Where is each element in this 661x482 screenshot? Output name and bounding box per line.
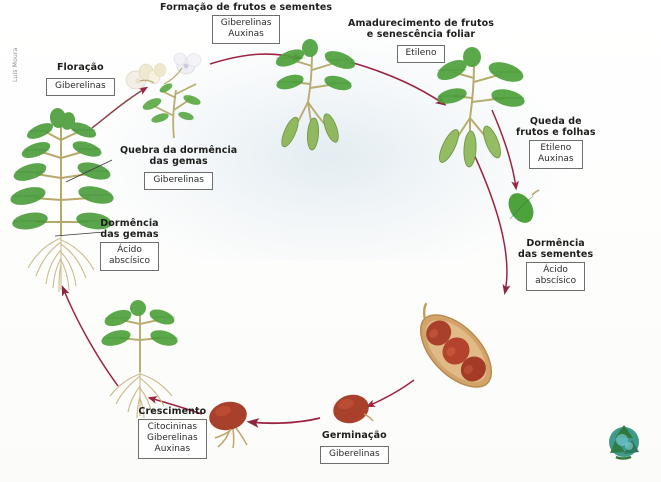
callout-quebra-box: Giberelinas xyxy=(144,172,213,190)
callout-amadurecimento: Amadurecimento de frutos e senescência f… xyxy=(348,18,494,63)
callout-floracao-title: Floração xyxy=(56,62,104,73)
open-pod-with-seeds xyxy=(400,296,512,406)
callout-amadurecimento-title-line1: Amadurecimento de frutos xyxy=(348,18,494,29)
falling-leaf xyxy=(500,186,544,230)
callout-formacao-box: Giberelinas Auxinas xyxy=(211,15,281,44)
callout-dormencia-sementes-title-line2: das sementes xyxy=(518,249,594,260)
callout-quebra-title-line1: Quebra da dormência xyxy=(120,145,238,156)
germinating-seed xyxy=(206,400,262,450)
hormone-name: abscísico xyxy=(535,276,577,286)
callout-crescimento: Crescimento Citocininas Giberelinas Auxi… xyxy=(138,406,207,459)
callout-formacao-frutos-sementes: Formação de frutos e sementes Giberelina… xyxy=(160,2,332,44)
callout-quebra-dormencia-gemas: Quebra da dormência das gemas Giberelina… xyxy=(120,145,237,190)
artist-credit: Luis Moura xyxy=(9,26,21,84)
callout-floracao-box: Giberelinas xyxy=(46,78,115,96)
callout-dormencia-sementes: Dormência das sementes Ácido abscísico xyxy=(518,238,593,291)
hormone-name: Giberelinas xyxy=(329,449,380,459)
callout-queda-frutos-folhas: Queda de frutos e folhas Etileno Auxinas xyxy=(516,116,596,169)
callout-dormencia-gemas: Dormência das gemas Ácido abscísico xyxy=(100,218,160,271)
hormone-name: abscísico xyxy=(109,256,151,266)
dry-seed xyxy=(330,390,374,428)
hormone-name: Ácido xyxy=(543,265,568,275)
seedling-with-roots xyxy=(92,300,190,422)
callout-dormencia-gemas-box: Ácido abscísico xyxy=(100,242,160,271)
hormone-name: Ácido xyxy=(117,245,142,255)
callout-floracao: Floração Giberelinas xyxy=(46,62,115,96)
hormone-name: Giberelinas xyxy=(153,175,204,185)
callout-dormencia-gemas-title-line2: das gemas xyxy=(100,229,159,240)
callout-dormencia-sementes-box: Ácido abscísico xyxy=(526,262,586,291)
artist-credit-text: Luis Moura xyxy=(12,47,19,82)
hormone-name: Auxinas xyxy=(228,29,264,39)
callout-quebra-title-line2: das gemas xyxy=(149,156,208,167)
hormone-name: Citocininas xyxy=(147,422,198,432)
callout-germinacao-title: Germinação xyxy=(321,430,387,441)
callout-germinacao-box: Giberelinas xyxy=(320,446,389,464)
callout-crescimento-box: Citocininas Giberelinas Auxinas xyxy=(138,419,207,459)
callout-amadurecimento-box: Etileno xyxy=(396,45,446,63)
hormone-name: Etileno xyxy=(405,48,437,58)
flowering-branch xyxy=(116,50,228,142)
hormone-name: Etileno xyxy=(540,143,572,153)
hormone-name: Auxinas xyxy=(538,154,574,164)
callout-queda-title-line2: frutos e folhas xyxy=(516,127,596,138)
branch-with-young-pods xyxy=(262,39,372,151)
callout-dormencia-gemas-title-line1: Dormência xyxy=(100,218,159,229)
branch-with-mature-pods xyxy=(430,47,548,168)
callout-amadurecimento-title-line2: e senescência foliar xyxy=(366,29,476,40)
hormone-name: Giberelinas xyxy=(55,81,106,91)
callout-formacao-title: Formação de frutos e sementes xyxy=(160,2,333,13)
hormone-name: Giberelinas xyxy=(220,18,272,28)
callout-queda-title-line1: Queda de xyxy=(529,116,582,127)
hormone-name: Giberelinas xyxy=(147,433,198,443)
callout-germinacao: Germinação Giberelinas xyxy=(320,430,389,464)
recycling-globe-logo xyxy=(602,420,646,464)
callout-crescimento-title: Crescimento xyxy=(138,406,207,417)
callout-queda-box: Etileno Auxinas xyxy=(529,140,583,169)
callout-dormencia-sementes-title-line1: Dormência xyxy=(526,238,585,249)
hormone-name: Auxinas xyxy=(154,444,191,454)
adult-plant-with-roots xyxy=(6,104,118,296)
